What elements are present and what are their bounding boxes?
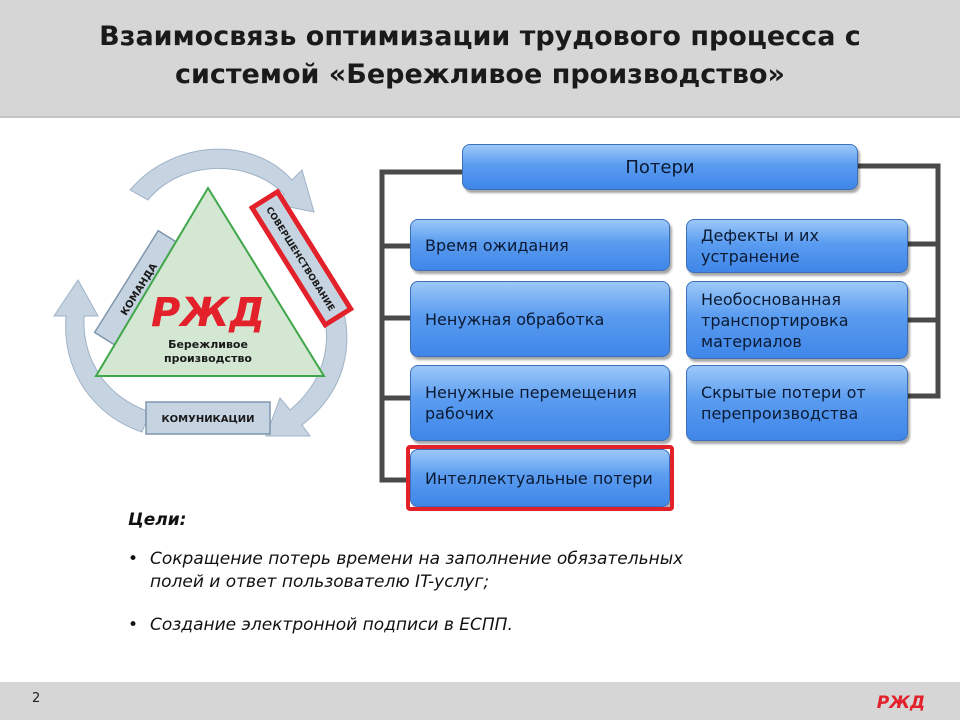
- title-bar: Взаимосвязь оптимизации трудового процес…: [0, 0, 960, 118]
- loss-item-intellectual: Интеллектуальные потери: [410, 449, 670, 507]
- goal-text-line1: Создание электронной подписи в ЕСПП.: [150, 615, 513, 635]
- title-line-2: системой «Бережливое производство»: [174, 59, 786, 90]
- loss-item-label: Ненужные перемещения рабочих: [425, 383, 637, 423]
- connector-left: [379, 169, 469, 483]
- center-label-line2: производство: [164, 352, 252, 365]
- loss-item-waiting: Время ожидания: [410, 219, 670, 271]
- title-line-1: Взаимосвязь оптимизации трудового процес…: [99, 21, 861, 52]
- lean-triangle: [94, 186, 326, 377]
- rzd-footer-logo: РЖД: [877, 693, 925, 713]
- lean-cycle-diagram: КОМАНДА СОВЕРШЕНСТВОВАНИЕ РЖД Бережливое…: [53, 148, 355, 437]
- rzd-logo: РЖД: [151, 290, 265, 336]
- loss-item-label: Интеллектуальные потери: [425, 468, 653, 488]
- cycle-arrow-left: [53, 279, 151, 433]
- cycle-arrow-top: [129, 148, 315, 213]
- loss-item-movements: Ненужные перемещения рабочих: [410, 365, 670, 441]
- page-number: 2: [32, 691, 41, 706]
- loss-item-label: Время ожидания: [425, 235, 569, 255]
- losses-connectors: [379, 163, 941, 483]
- loss-item-label: Скрытые потери от перепроизводства: [701, 383, 866, 423]
- goal-item: • Создание электронной подписи в ЕСПП.: [128, 614, 848, 637]
- center-label-line1: Бережливое: [168, 338, 248, 351]
- goal-text-line1: Сокращение потерь времени на заполнение …: [150, 549, 684, 569]
- losses-header: Потери: [462, 144, 858, 190]
- goal-text-line2: полей и ответ пользователю IT-услуг;: [150, 572, 490, 592]
- connector-right: [853, 163, 941, 399]
- goal-item: • Сокращение потерь времени на заполнени…: [128, 548, 848, 594]
- loss-item-label: Ненужная обработка: [425, 309, 605, 329]
- communication-label: КОМУНИКАЦИИ: [161, 414, 254, 425]
- slide-title: Взаимосвязь оптимизации трудового процес…: [20, 18, 940, 94]
- bullet-icon: •: [128, 549, 139, 569]
- losses-header-label: Потери: [625, 156, 695, 178]
- loss-item-label: Необоснованная транспортировка материало…: [701, 289, 849, 351]
- loss-item-overproduction: Скрытые потери от перепроизводства: [686, 365, 908, 441]
- intellectual-highlight-frame: [406, 445, 674, 511]
- footer-bar: 2 РЖД: [0, 682, 960, 720]
- loss-item-processing: Ненужная обработка: [410, 281, 670, 357]
- goals-title: Цели:: [128, 510, 187, 530]
- goals-section: Цели: • Сокращение потерь времени на зап…: [128, 510, 848, 657]
- loss-item-label: Дефекты и их устранение: [701, 226, 819, 266]
- loss-item-transport: Необоснованная транспортировка материало…: [686, 281, 908, 359]
- bullet-icon: •: [128, 615, 139, 635]
- loss-item-defects: Дефекты и их устранение: [686, 219, 908, 273]
- footer-logo-text: РЖД: [877, 693, 925, 713]
- communication-box: КОМУНИКАЦИИ: [145, 401, 271, 435]
